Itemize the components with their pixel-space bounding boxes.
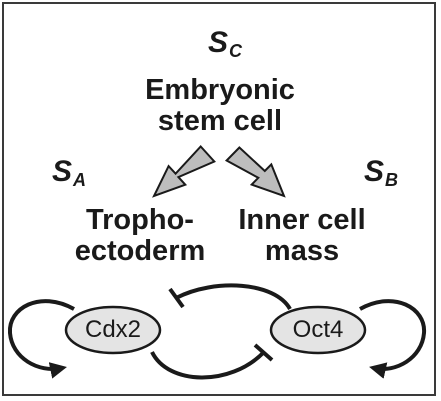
cdx2-node-label: Cdx2 — [84, 316, 142, 343]
state-c-label: SC — [208, 26, 242, 62]
oct4-node-label: Oct4 — [292, 316, 344, 343]
state-c-symbol: S — [208, 26, 229, 59]
embryonic-stem-cell-line2: stem cell — [157, 104, 283, 137]
state-b-subscript: B — [385, 169, 399, 190]
state-a-label: SA — [52, 155, 86, 191]
oct4-represses-cdx2-bar — [168, 287, 185, 309]
state-c-subscript: C — [229, 40, 243, 61]
differentiation-arrow-left — [152, 145, 216, 198]
inner-cell-mass-line2: mass — [264, 234, 340, 267]
cdx2-represses-oct4 — [150, 350, 266, 380]
cdx2-self-activation — [7, 299, 75, 379]
trophectoderm-label: Tropho- ectoderm — [60, 205, 220, 266]
state-a-symbol: S — [52, 155, 73, 188]
trophectoderm-line1: Tropho- — [86, 204, 194, 236]
embryonic-stem-cell-line1: Embryonic — [145, 74, 295, 106]
oct4-represses-cdx2 — [175, 283, 292, 311]
trophectoderm-line2: ectoderm — [74, 234, 206, 267]
embryonic-stem-cell-label: Embryonic stem cell — [120, 75, 320, 136]
oct4-node-shape — [269, 305, 367, 355]
inner-cell-mass-line1: Inner cell — [238, 204, 366, 236]
oct4-self-activation — [359, 299, 427, 379]
state-a-subscript: A — [73, 169, 87, 190]
state-b-label: SB — [364, 155, 398, 191]
inner-cell-mass-label: Inner cell mass — [222, 205, 382, 266]
differentiation-arrow-right — [224, 146, 286, 198]
cdx2-node-shape — [64, 305, 162, 355]
cdx2-represses-oct4-bar — [253, 343, 274, 362]
state-b-symbol: S — [364, 155, 385, 188]
